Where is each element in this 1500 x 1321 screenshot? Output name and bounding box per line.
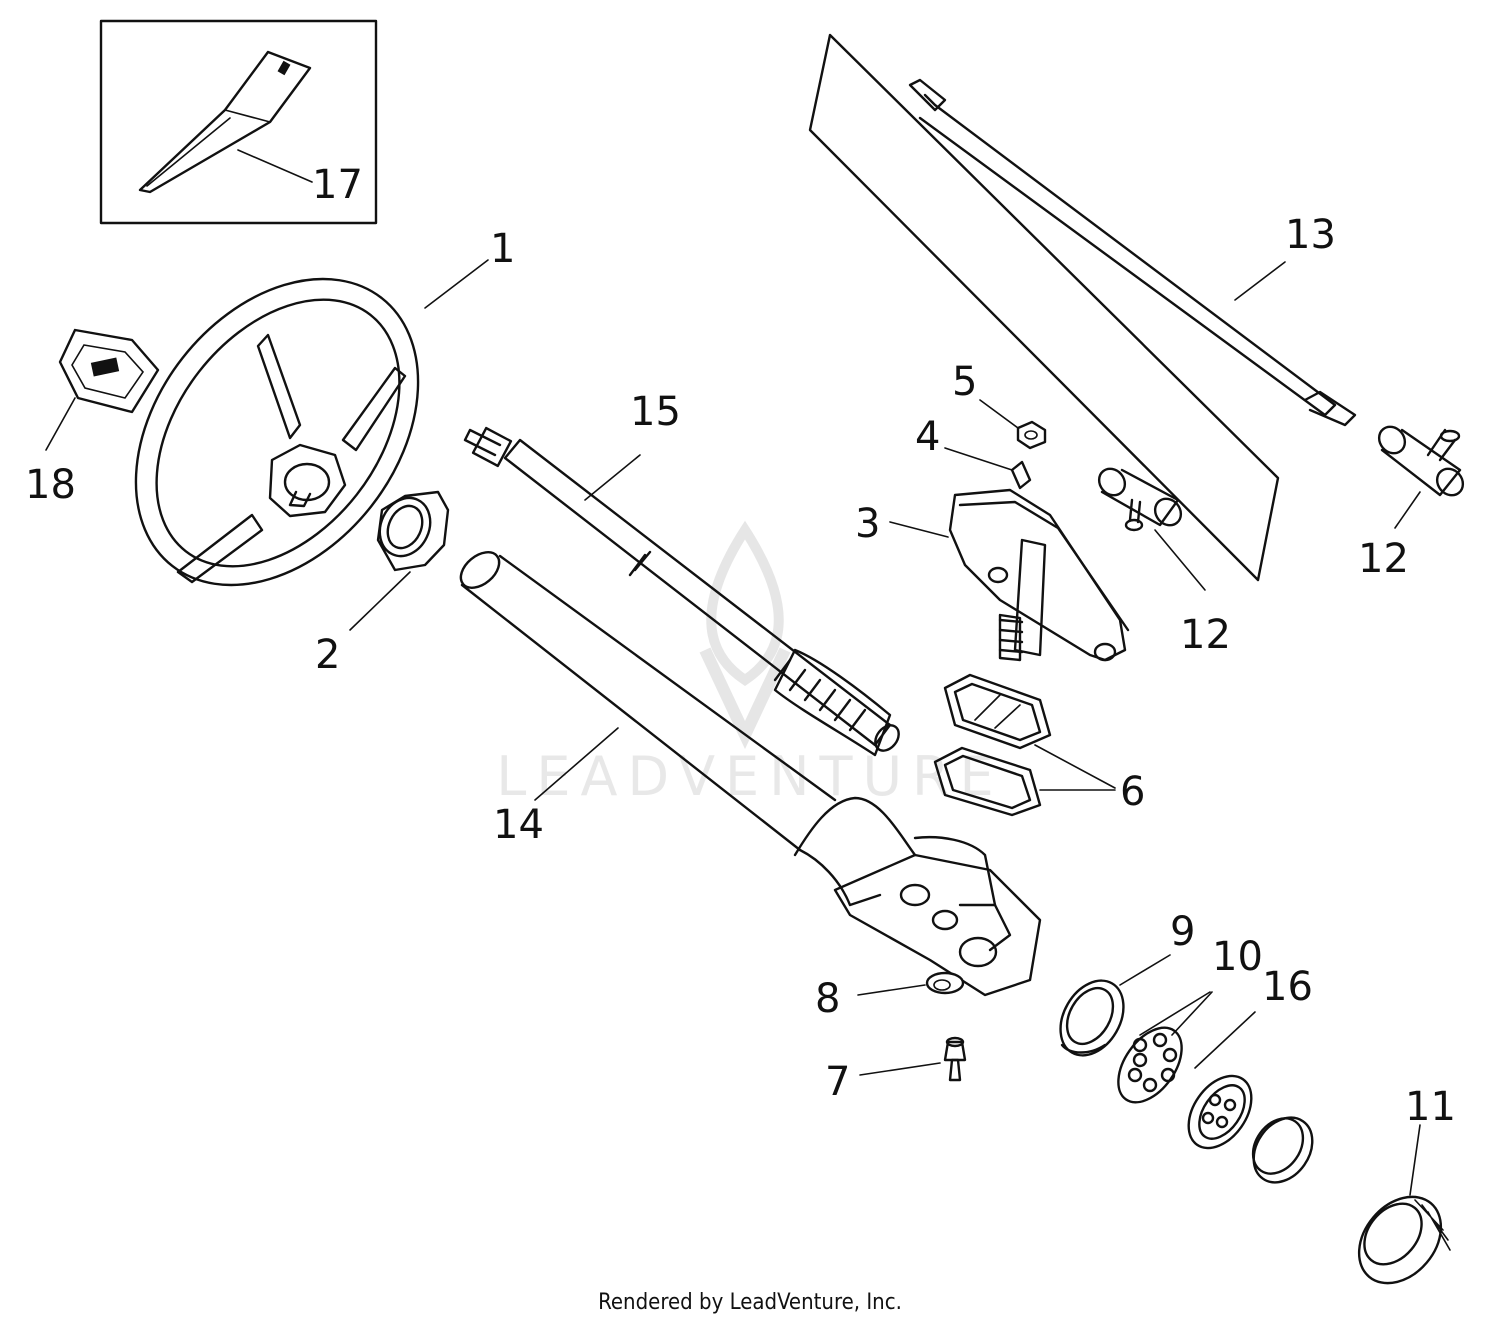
watermark: LEADVENTURE <box>496 520 1003 808</box>
watermark-text: LEADVENTURE <box>496 745 1003 808</box>
callout-7: 7 <box>825 1059 850 1105</box>
callout-14: 14 <box>493 802 544 848</box>
part-8-washer <box>857 971 965 996</box>
callout-17: 17 <box>312 162 363 208</box>
part-14-steering-column <box>459 551 1042 997</box>
callout-5: 5 <box>952 359 977 405</box>
part-3-bracket <box>889 488 1130 662</box>
callout-6: 6 <box>1120 769 1145 815</box>
callout-4: 4 <box>915 414 940 460</box>
part-18-emblem <box>45 328 160 451</box>
part-11-dust-cap <box>1357 1124 1451 1285</box>
part-4-setscrew <box>944 447 1032 490</box>
callout-15: 15 <box>630 389 681 435</box>
callout-13: 13 <box>1285 212 1336 258</box>
callout-2: 2 <box>315 632 340 678</box>
part-6-gaskets <box>933 673 1116 817</box>
callout-18: 18 <box>25 462 76 508</box>
inset-box-part-17 <box>99 19 378 225</box>
callout-8: 8 <box>815 976 840 1022</box>
callout-1: 1 <box>490 226 515 272</box>
part-13-tie-rod <box>808 33 1357 582</box>
part-16-bearing <box>1187 1011 1256 1150</box>
callout-16: 16 <box>1262 964 1313 1010</box>
part-2-bushing <box>349 490 450 631</box>
callout-11: 11 <box>1405 1084 1456 1130</box>
bearing-race-ring <box>1251 1116 1314 1184</box>
part-1-steering-wheel <box>134 259 489 587</box>
footer-credit: Rendered by LeadVenture, Inc. <box>598 1290 902 1315</box>
part-9-bearing-cup <box>1059 954 1171 1057</box>
part-10-bearing <box>1117 991 1213 1104</box>
callout-10: 10 <box>1212 934 1263 980</box>
callout-9: 9 <box>1170 909 1195 955</box>
part-12-tie-rod-end-left <box>1097 467 1206 591</box>
part-5-nut <box>979 399 1047 450</box>
part-15-steering-shaft <box>463 426 900 757</box>
callout-12-left: 12 <box>1180 612 1231 658</box>
part-12-tie-rod-end-right <box>1377 425 1465 529</box>
callout-3: 3 <box>855 501 880 547</box>
callout-12-right: 12 <box>1358 536 1409 582</box>
callout-labels: 1 2 3 4 5 6 7 8 9 10 11 12 12 13 14 15 1… <box>25 162 1456 1130</box>
part-7-grease-fitting <box>859 1036 967 1082</box>
